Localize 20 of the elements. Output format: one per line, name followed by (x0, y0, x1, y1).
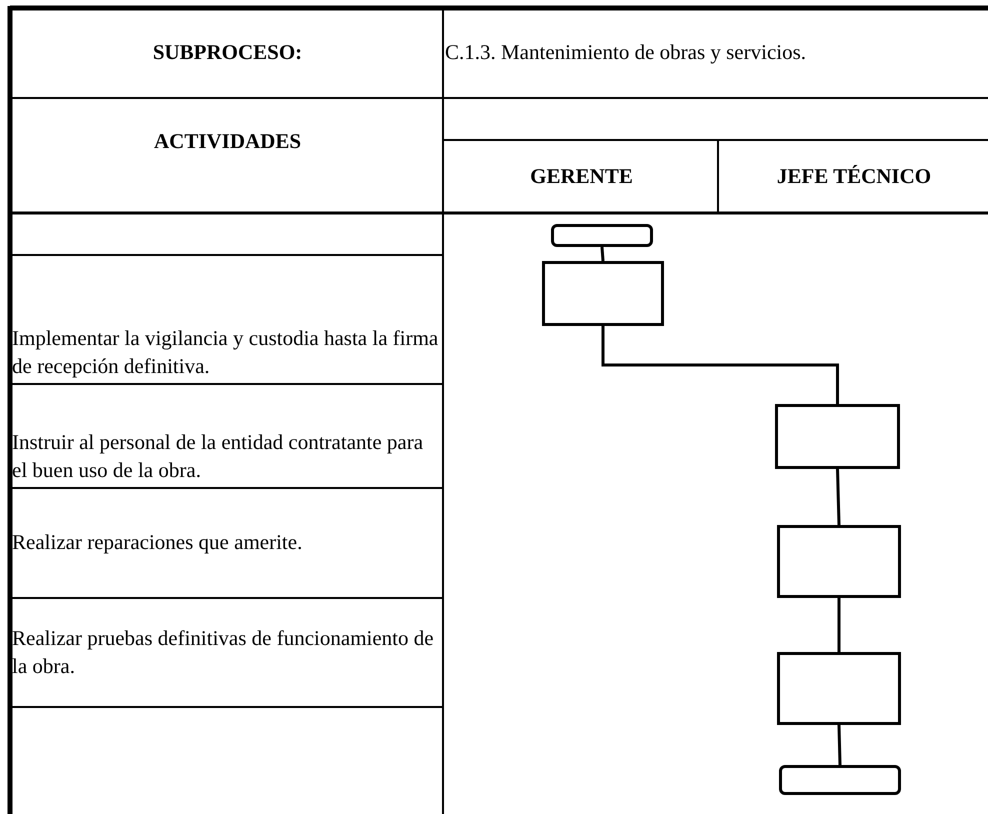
activity-text: Realizar pruebas definitivas de funcionamiento de la obra. (12, 625, 435, 680)
activity-text: Realizar reparaciones que amerite. (12, 529, 302, 556)
activity-text: Instruir al personal de la entidad contratante para el buen uso de la obra. (12, 429, 424, 484)
subprocess-name: C.1.3. Mantenimiento de obras y servicios. (445, 39, 806, 66)
connector-line (600, 246, 604, 262)
connector-line (838, 598, 840, 652)
process-box (775, 404, 900, 469)
activity-text: Implementar la vigilancia y custodia hasta la firma de recepción definitiva. (12, 325, 440, 380)
terminal-box (779, 765, 901, 795)
terminal-box (551, 224, 653, 247)
column-header: JEFE TÉCNICO (776, 162, 932, 190)
process-box (542, 261, 664, 326)
connector-line (838, 724, 842, 766)
header-text: ACTIVIDADES (154, 128, 302, 155)
process-box (777, 525, 901, 598)
column-header: GERENTE (530, 162, 633, 190)
process-box (777, 652, 901, 725)
connector-line (602, 326, 839, 404)
connector-line (836, 468, 840, 526)
header-text: SUBPROCESO: (152, 39, 302, 66)
